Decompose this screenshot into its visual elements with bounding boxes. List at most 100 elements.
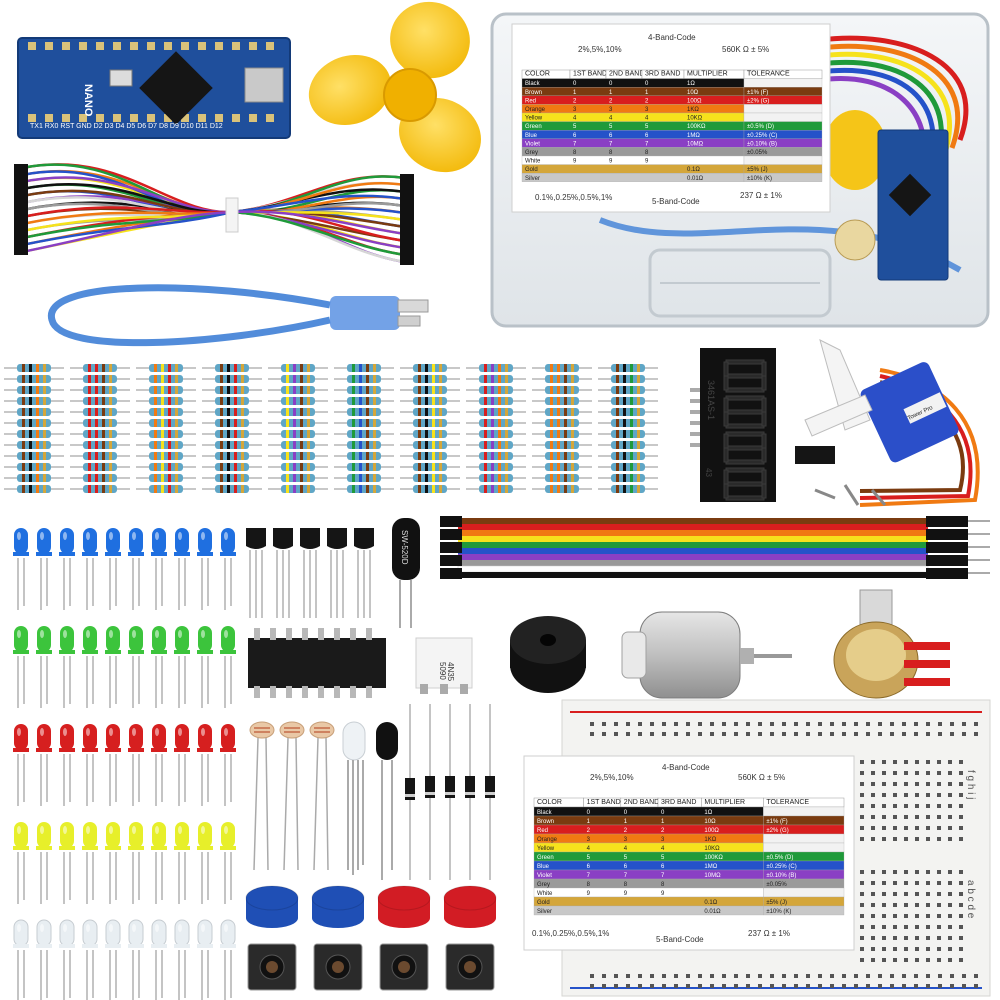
rgb-led (342, 721, 366, 875)
resistor-body (17, 408, 51, 416)
segment (761, 469, 767, 485)
table-cell: ±2% (G) (747, 98, 769, 104)
header-pin (181, 114, 189, 122)
breadboard-hole (948, 782, 952, 786)
table-cell: 6 (587, 864, 591, 870)
table-header: 3RD BAND (661, 799, 696, 806)
breadboard-hole (882, 947, 886, 951)
resistor-band (22, 419, 25, 427)
resistor-band (109, 364, 112, 372)
resistor-band (505, 419, 508, 427)
segment (725, 495, 765, 501)
resistor-band (484, 408, 487, 416)
led-rim (151, 944, 167, 948)
breadboard-hole (915, 793, 919, 797)
breadboard-hole (926, 881, 930, 885)
led (82, 919, 98, 947)
table-cell: Orange (525, 107, 546, 113)
nano-board: NANO TX1 RX0 RST GND D2 D3 D4 D5 D6 D7 D… (17, 37, 291, 139)
resistor-band (293, 430, 296, 438)
resistor-band (505, 408, 508, 416)
resistor-band (359, 408, 362, 416)
resistor-body (479, 375, 513, 383)
resistor-band (36, 485, 39, 493)
resistor-band (88, 430, 91, 438)
resistor-band (307, 485, 310, 493)
led-rim (151, 552, 167, 556)
breadboard-hole (948, 804, 952, 808)
breadboard-hole (758, 974, 762, 978)
resistor-body (17, 485, 51, 493)
breadboard-hole (937, 958, 941, 962)
breadboard-hole (871, 892, 875, 896)
led-rim (151, 748, 167, 752)
tilt-switch: SW-520D (392, 518, 420, 628)
led-rim (220, 650, 236, 654)
breadboard-hole (926, 815, 930, 819)
resistor-band (95, 364, 98, 372)
resistor-body (281, 463, 315, 471)
resistor-body (413, 419, 447, 427)
ribbon-wire (458, 548, 928, 554)
breadboard-hole (860, 903, 864, 907)
table-cell: 2 (587, 828, 591, 834)
breadboard-hole (974, 732, 978, 736)
resistor-band (366, 375, 369, 383)
resistor-band (102, 408, 105, 416)
breadboard-hole (871, 826, 875, 830)
resistor-band (36, 419, 39, 427)
resistor-band (373, 364, 376, 372)
table-header: COLOR (537, 799, 562, 806)
wire-end-connector (14, 234, 28, 241)
color-row (533, 869, 764, 880)
header-pin (96, 42, 104, 50)
table-cell: 7 (587, 873, 591, 879)
ic-pin (286, 628, 292, 640)
table-cell: ±5% (J) (766, 900, 787, 906)
table-cell: 1MΩ (687, 133, 700, 139)
breadboard-hole (915, 804, 919, 808)
breadboard-hole (937, 760, 941, 764)
wire-end-connector (400, 230, 414, 237)
ir-receiver-led (376, 722, 398, 880)
led-highlight (155, 924, 159, 932)
resistor-body (149, 474, 183, 482)
led (106, 724, 120, 750)
segment (761, 361, 767, 377)
led (129, 626, 143, 652)
wire-end-connector (400, 237, 414, 244)
resistor-band (359, 430, 362, 438)
resistor-band (571, 474, 574, 482)
resistor-band (373, 485, 376, 493)
led (60, 822, 74, 848)
breadboard-hole (959, 815, 963, 819)
breadboard-hole (860, 771, 864, 775)
resistor-band (161, 452, 164, 460)
usb-plug-body (330, 296, 400, 330)
diode (485, 776, 495, 798)
resistor-band (154, 441, 157, 449)
resistor-body (479, 430, 513, 438)
breadboard-hole (758, 732, 762, 736)
resistor-band (88, 452, 91, 460)
breadboard-hole (602, 984, 606, 988)
breadboard-hole (926, 804, 930, 808)
breadboard-hole (926, 903, 930, 907)
ribbon-wire (458, 530, 928, 536)
breadboard-hole (937, 947, 941, 951)
resistor-band (109, 485, 112, 493)
resistor-body (83, 441, 117, 449)
resistor-body (215, 364, 249, 372)
led (152, 626, 166, 652)
resistor-band (88, 474, 91, 482)
breadboard-hole (926, 722, 930, 726)
table-cell: 9 (573, 159, 577, 165)
resistor-band (352, 419, 355, 427)
wire-end-connector (400, 202, 414, 209)
resistor-band (102, 375, 105, 383)
table-cell: 8 (587, 882, 591, 888)
resistor-band (88, 408, 91, 416)
led-highlight (201, 728, 205, 736)
segment (723, 483, 729, 499)
led (37, 724, 51, 750)
